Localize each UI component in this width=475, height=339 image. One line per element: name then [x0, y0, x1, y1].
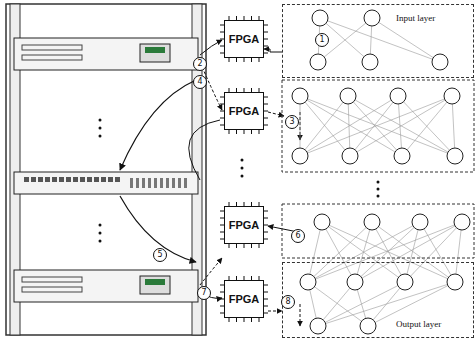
- layer-panel: Output layer: [282, 262, 474, 338]
- fpga-chip: FPGA: [224, 206, 264, 244]
- connector-arrow: [268, 311, 282, 312]
- callout-number: 7: [197, 286, 211, 300]
- connector-arrow: [264, 49, 282, 52]
- chip-label: FPGA: [229, 33, 260, 45]
- callout-number: 2: [193, 57, 207, 71]
- callout-number: 4: [193, 75, 207, 89]
- callout-number: 6: [291, 229, 305, 243]
- fpga-chip: FPGA: [224, 20, 264, 58]
- fpga-chip: FPGA: [224, 92, 264, 130]
- callout-number: 5: [153, 248, 167, 262]
- layer-label: Output layer: [395, 319, 442, 329]
- callout-number: 8: [281, 295, 295, 309]
- chip-label: FPGA: [229, 105, 260, 117]
- chip-label: FPGA: [229, 219, 260, 231]
- callout-number: 1: [315, 33, 329, 47]
- layer-panel: Input layer: [282, 4, 474, 78]
- chip-label: FPGA: [229, 293, 260, 305]
- layer-label: Input layer: [395, 13, 436, 23]
- callout-number: 3: [285, 115, 299, 129]
- fpga-chip: FPGA: [224, 280, 264, 318]
